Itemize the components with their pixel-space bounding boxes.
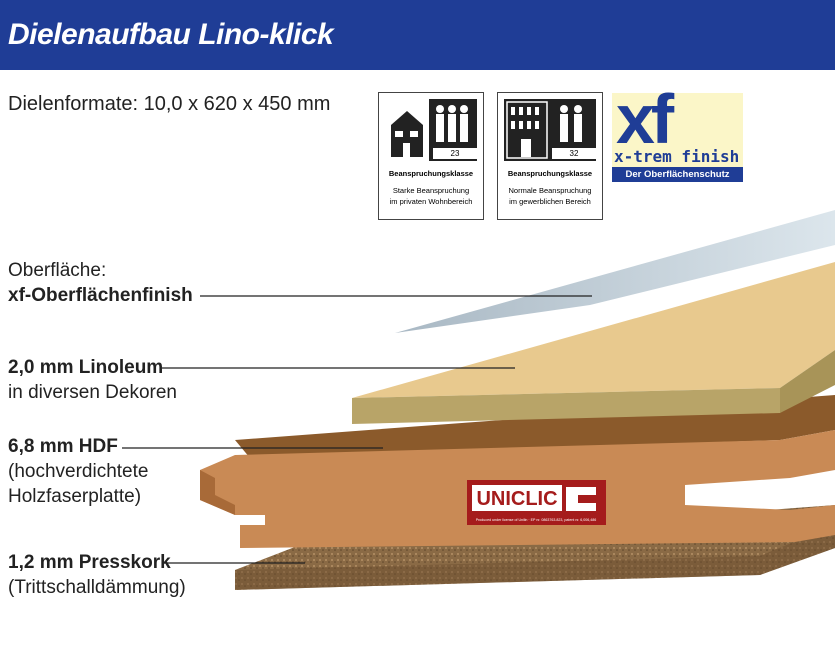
xf-finish-layer	[395, 210, 835, 333]
house-icon	[385, 99, 477, 161]
cork-label: 1,2 mm Presskork(Trittschalldämmung)	[8, 552, 186, 598]
svg-text:Produced under license of Unil: Produced under license of Unilin · EP nr…	[476, 518, 597, 522]
linoleum-layer-top	[352, 262, 835, 398]
svg-text:UNICLIC: UNICLIC	[476, 488, 557, 510]
uniclic-logo: UNICLIC Produced under license of Unilin…	[467, 480, 606, 525]
usage-class-badge-23: 23 Beanspruchungsklasse Starke Beanspruc…	[378, 92, 484, 220]
header-bar: Dielenaufbau Lino-klick	[0, 0, 835, 70]
page-title: Dielenaufbau Lino-klick	[8, 18, 334, 51]
usage-class-badge-32: 32 Beanspruchungsklasse Normale Beanspru…	[497, 92, 603, 220]
format-text: Dielenformate: 10,0 x 620 x 450 mm	[8, 93, 331, 115]
xtrem-finish-logo: xf x-trem finish Der Oberflächenschutz	[612, 80, 743, 182]
surface-label: Oberfläche:xf-Oberflächenfinish	[8, 260, 193, 306]
